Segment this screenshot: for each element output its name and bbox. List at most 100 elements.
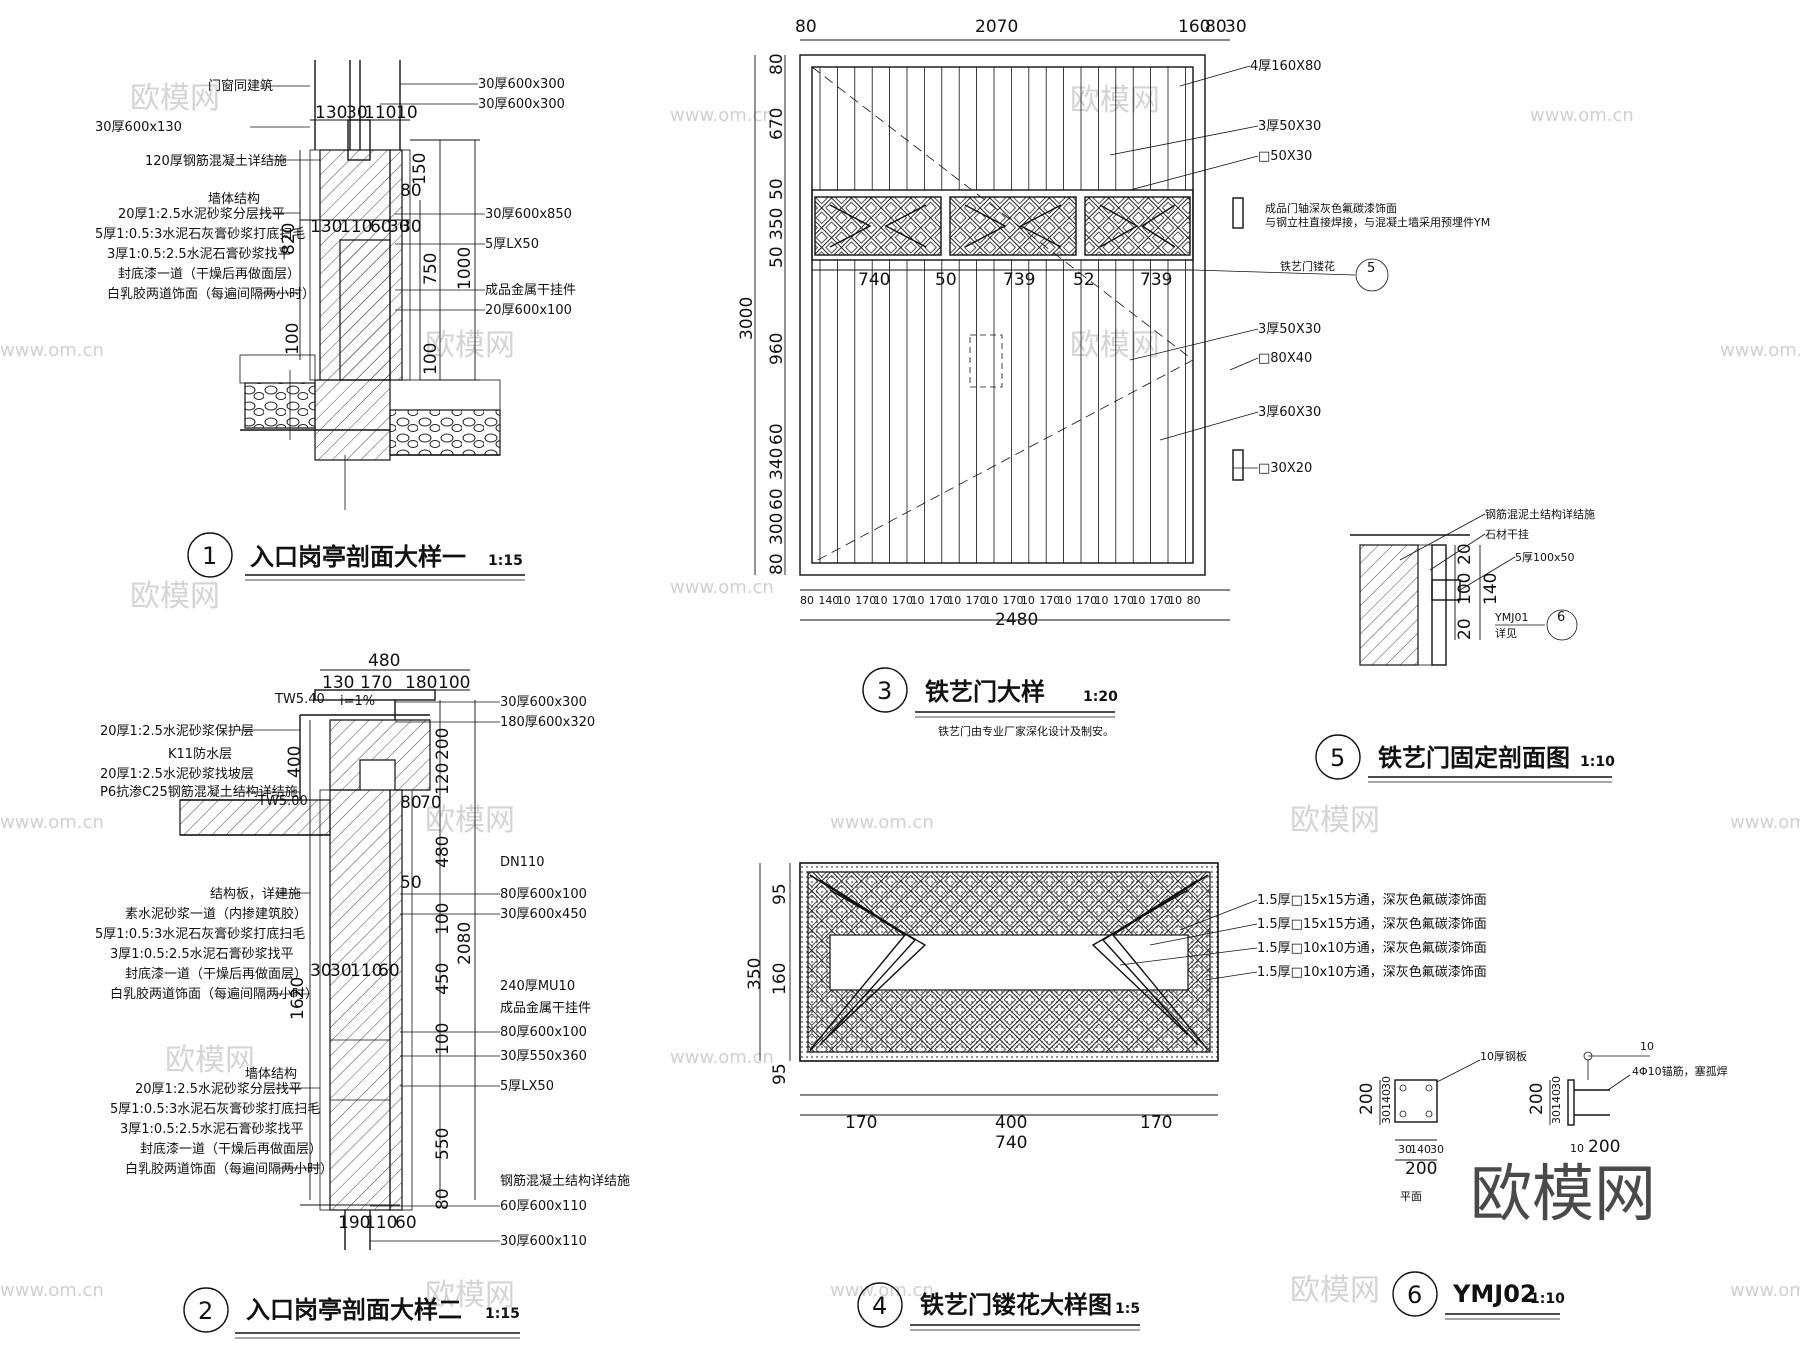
svg-text:52: 52 [1073,270,1095,290]
watermark-url: www.om.cn [670,105,774,126]
d5-number: 5 [1330,744,1345,772]
d1-title: 入口岗亭剖面大样一 [250,543,466,571]
watermark-brand: 欧模网 [130,81,220,116]
svg-text:670: 670 [767,108,787,140]
svg-text:30厚600x130: 30厚600x130 [95,120,182,135]
svg-text:190: 190 [338,1213,370,1233]
svg-text:350: 350 [767,208,787,240]
gate-pickets-top [819,67,1186,190]
d4-title-block: 4 铁艺门镂花大样图 1:5 [857,1282,1140,1331]
d4-number: 4 [872,1292,887,1320]
svg-text:170: 170 [845,1113,877,1133]
watermarks: 欧模网 欧模网 欧模网 欧模网 欧模网 欧模网 欧模网 欧模网 欧模网 欧模网 … [0,81,1800,1313]
svg-text:95: 95 [770,883,790,905]
d3-bottom-dim: 10 [837,594,851,607]
d3-number: 3 [877,677,892,705]
drawing-3-gate: 80 2070 160 80 30 80 670 50 350 50 3000 … [737,17,1490,738]
svg-text:30: 30 [1225,17,1247,37]
watermark-brand: 欧模网 [1290,803,1380,838]
d3-bottom-dim: 10 [1058,594,1072,607]
svg-text:200: 200 [1405,1159,1437,1179]
svg-text:30: 30 [1430,1143,1444,1156]
svg-text:10: 10 [1640,1040,1654,1053]
svg-text:50: 50 [767,246,787,268]
svg-text:130: 130 [310,217,342,237]
d3-total-dim: 2480 [995,610,1038,630]
svg-text:80: 80 [767,53,787,75]
svg-text:300: 300 [767,513,787,545]
d3-bottom-dim: 170 [966,594,987,607]
svg-text:白乳胶两道饰面（每遍间隔两小时）: 白乳胶两道饰面（每遍间隔两小时） [107,286,315,302]
svg-text:740: 740 [995,1133,1027,1153]
svg-text:80厚600x100: 80厚600x100 [500,887,587,902]
svg-text:成品门轴深灰色氟碳漆饰面: 成品门轴深灰色氟碳漆饰面 [1265,201,1397,215]
svg-text:门窗同建筑: 门窗同建筑 [208,78,273,94]
svg-text:960: 960 [767,333,787,365]
d2-left-notes: TW5.40 i=1% 20厚1:2.5水泥砂浆保护层 K11防水层 20厚1:… [95,692,375,1177]
svg-text:10厚钢板: 10厚钢板 [1480,1049,1527,1063]
svg-text:110: 110 [350,961,382,981]
svg-text:160: 160 [770,963,790,995]
svg-text:100: 100 [1455,573,1475,605]
d3-bottom-dim: 170 [892,594,913,607]
svg-text:i=1%: i=1% [340,694,375,709]
svg-text:100: 100 [438,673,470,693]
d3-bottom-dim: 170 [929,594,950,607]
svg-text:350: 350 [745,958,765,990]
svg-text:YMJ01: YMJ01 [1494,611,1528,624]
svg-text:200: 200 [1588,1137,1620,1157]
svg-text:□30X20: □30X20 [1258,461,1312,476]
svg-text:5厚1:0.5:3水泥石灰膏砂浆打底扫毛: 5厚1:0.5:3水泥石灰膏砂浆打底扫毛 [95,226,305,242]
svg-text:20厚600x100: 20厚600x100 [485,303,572,318]
svg-text:30厚550x360: 30厚550x360 [500,1049,587,1064]
svg-text:1620: 1620 [288,977,308,1020]
svg-text:240厚MU10: 240厚MU10 [500,979,575,994]
svg-text:30: 30 [330,961,352,981]
svg-text:140: 140 [1481,573,1501,605]
svg-text:封底漆一道（干燥后再做面层）: 封底漆一道（干燥后再做面层） [125,966,307,982]
svg-text:180厚600x320: 180厚600x320 [500,715,595,730]
d3-bottom-dim: 80 [1187,594,1201,607]
svg-text:60: 60 [767,423,787,445]
watermark-url: www.om.cn [670,1047,774,1068]
svg-text:封底漆一道（干燥后再做面层）: 封底漆一道（干燥后再做面层） [140,1141,322,1157]
svg-text:750: 750 [421,253,441,285]
watermark-url: www.om.cn [0,340,104,361]
svg-text:2080: 2080 [455,922,475,965]
d3-bottom-dim: 140 [818,594,839,607]
svg-text:30厚600x300: 30厚600x300 [500,695,587,710]
d2-title-block: 2 入口岗亭剖面大样二 1:15 [183,1287,520,1339]
svg-text:100: 100 [283,323,303,355]
d5-scale: 1:10 [1580,754,1615,770]
svg-text:墙体结构: 墙体结构 [245,1067,297,1082]
svg-text:30厚600x110: 30厚600x110 [500,1234,587,1249]
svg-text:DN110: DN110 [500,855,545,870]
svg-text:110: 110 [340,217,372,237]
svg-text:P6抗渗C25钢筋混凝土结构详结施: P6抗渗C25钢筋混凝土结构详结施 [100,784,298,800]
svg-text:30: 30 [1380,1110,1393,1124]
svg-text:5厚1:0.5:3水泥石灰膏砂浆打底扫毛: 5厚1:0.5:3水泥石灰膏砂浆打底扫毛 [95,926,305,942]
svg-text:钢筋混凝土结构详结施: 钢筋混凝土结构详结施 [500,1173,630,1189]
svg-text:30: 30 [1550,1110,1563,1124]
d1-scale: 1:15 [488,553,523,569]
svg-text:封底漆一道（干燥后再做面层）: 封底漆一道（干燥后再做面层） [118,266,300,282]
d1-right-notes: 30厚600x300 30厚600x300 30厚600x850 5厚LX50 … [380,77,576,318]
watermark-url: www.om.cn [830,812,934,833]
d4-dims: 95 350 160 95 170 400 170 740 [745,883,1172,1153]
svg-text:10: 10 [396,103,418,123]
svg-text:10: 10 [1570,1142,1584,1155]
svg-text:30: 30 [1398,1143,1412,1156]
svg-text:70: 70 [420,793,442,813]
svg-text:120厚钢筋混凝土详结施: 120厚钢筋混凝土详结施 [145,153,287,169]
svg-text:K11防水层: K11防水层 [168,746,232,762]
svg-text:3000: 3000 [737,297,757,340]
watermark-brand: 欧模网 [130,579,220,614]
svg-text:3厚1:0.5:2.5水泥石膏砂浆找平: 3厚1:0.5:2.5水泥石膏砂浆找平 [110,946,294,962]
svg-text:5厚LX50: 5厚LX50 [485,237,539,252]
svg-text:80: 80 [795,17,817,37]
svg-text:95: 95 [770,1063,790,1085]
svg-text:墙体结构: 墙体结构 [208,192,260,207]
svg-text:739: 739 [1003,270,1035,290]
svg-text:白乳胶两道饰面（每遍间隔两小时）: 白乳胶两道饰面（每遍间隔两小时） [110,986,318,1002]
